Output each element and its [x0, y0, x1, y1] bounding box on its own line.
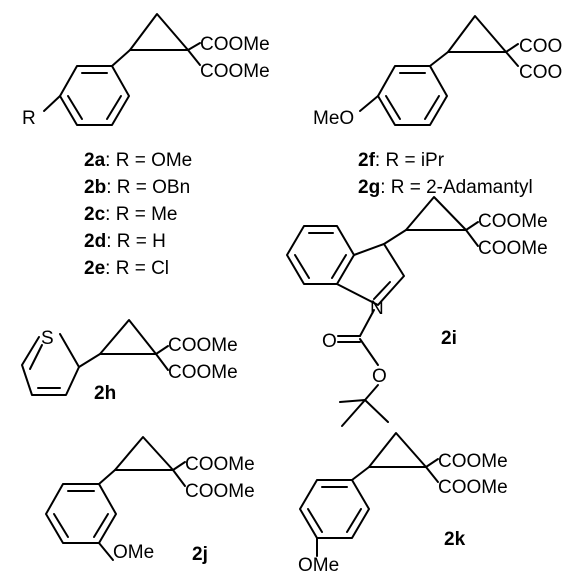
compound-label-2c: 2c: R = Me [84, 204, 177, 225]
nitrogen-label: N [370, 298, 384, 319]
compound-list-2f-2g: 2f: R = iPr 2g: R = 2-Adamantyl [358, 150, 533, 198]
ester-label-top: COOMe [168, 335, 238, 356]
ester-label-top: COOMe [185, 454, 255, 475]
ester-oxygen-label: O [372, 366, 387, 387]
structure-2j: COOMe COOMe OMe 2j [45, 436, 255, 565]
methoxy-label: OMe [298, 555, 339, 573]
substituent-r-label: R [22, 108, 36, 129]
ester-label-bottom: COOMe [438, 477, 508, 498]
carbonyl-oxygen-label: O [322, 331, 337, 352]
ester-label-bottom: COOMe [168, 362, 238, 383]
ester-label-top: COOMe [200, 34, 270, 55]
methoxy-label: MeO [313, 108, 354, 129]
compound-label-2g: 2g: R = 2-Adamantyl [358, 177, 533, 198]
compound-label-2h: 2h [94, 383, 116, 404]
structure-2i: COOMe COOMe N O O 2i [286, 196, 548, 427]
compound-label-2f: 2f: R = iPr [358, 150, 445, 171]
structure-2k: COOMe COOMe OMe 2k [298, 432, 508, 573]
structure-2a-2e: COOMe COOMe R [22, 13, 270, 129]
structure-2h: S COOMe COOMe 2h [21, 319, 238, 404]
compound-list-2a-2e: 2a: R = OMe 2b: R = OBn 2c: R = Me 2d: R… [84, 150, 192, 279]
structure-2f-2g: COOR COOR MeO [313, 15, 563, 129]
ester-label-bottom: COOMe [185, 481, 255, 502]
compound-label-2d: 2d: R = H [84, 231, 166, 252]
ester-label-top: COOMe [438, 451, 508, 472]
compound-label-2k: 2k [444, 529, 466, 550]
compound-label-2e: 2e: R = Cl [84, 258, 169, 279]
compound-label-2i: 2i [441, 328, 457, 349]
ester-label-bottom: COOMe [478, 238, 548, 259]
ester-label-top: COOR [519, 36, 563, 57]
compound-label-2j: 2j [192, 544, 208, 565]
ester-label-top: COOMe [478, 211, 548, 232]
ester-label-bottom: COOR [519, 62, 563, 83]
compound-label-2b: 2b: R = OBn [84, 177, 190, 198]
compound-label-2a: 2a: R = OMe [84, 150, 192, 171]
ester-label-bottom: COOMe [200, 61, 270, 82]
sulfur-label: S [41, 328, 54, 349]
methoxy-label: OMe [113, 542, 154, 563]
